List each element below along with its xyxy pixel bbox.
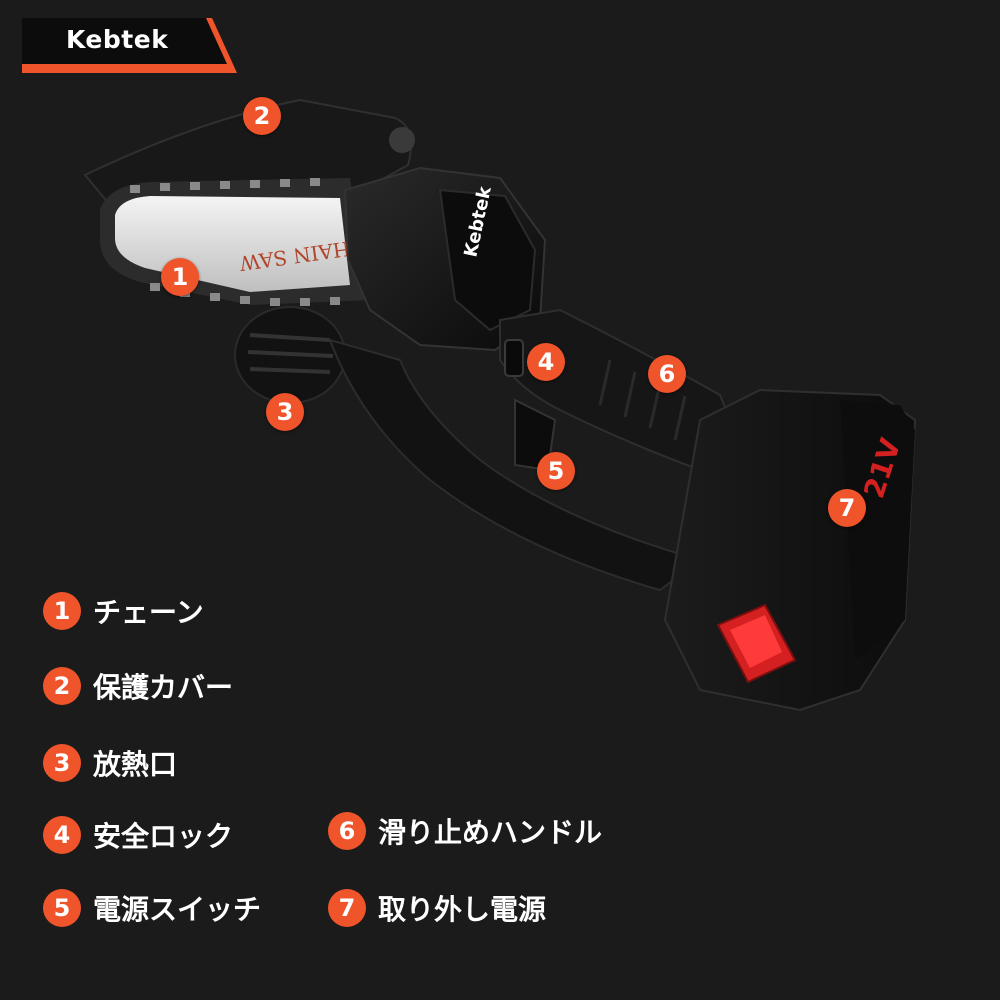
legend-label: 滑り止めハンドル [378,816,603,849]
legend-item-power-switch: 5 電源スイッチ [43,888,261,928]
legend-number: 4 [43,816,81,854]
legend-number: 3 [43,744,81,782]
legend-label: 取り外し電源 [378,893,547,926]
legend-label: 電源スイッチ [93,893,262,926]
callout-2: 2 [243,97,281,135]
callout-5: 5 [537,452,575,490]
callout-4: 4 [527,343,565,381]
safety-lock [504,339,524,377]
callout-7: 7 [828,489,866,527]
legend-number: 6 [328,812,366,850]
legend-label: 放熱口 [93,748,178,781]
legend-number: 1 [43,592,81,630]
brand-tag-shape [22,18,237,73]
legend-label: 保護カバー [93,671,234,704]
legend-number: 5 [43,889,81,927]
callout-6: 6 [648,355,686,393]
legend-label: チェーン [93,596,204,629]
legend-item-protective-cover: 2 保護カバー [43,666,233,706]
legend-item-chain: 1 チェーン [43,591,204,631]
cooling-vent [234,306,346,404]
legend-number: 2 [43,667,81,705]
legend-label: 安全ロック [93,820,234,853]
legend-number: 7 [328,889,366,927]
legend-item-vent: 3 放熱口 [43,743,177,783]
callout-1: 1 [161,258,199,296]
handle-body [328,338,703,592]
battery-pack: 21V [663,388,917,712]
callout-3: 3 [266,393,304,431]
brand-name: Kebtek [66,25,169,54]
legend-item-removable-battery: 7 取り外し電源 [328,888,546,928]
legend-item-safety-lock: 4 安全ロック [43,815,233,855]
legend-item-grip-handle: 6 滑り止めハンドル [328,811,602,851]
